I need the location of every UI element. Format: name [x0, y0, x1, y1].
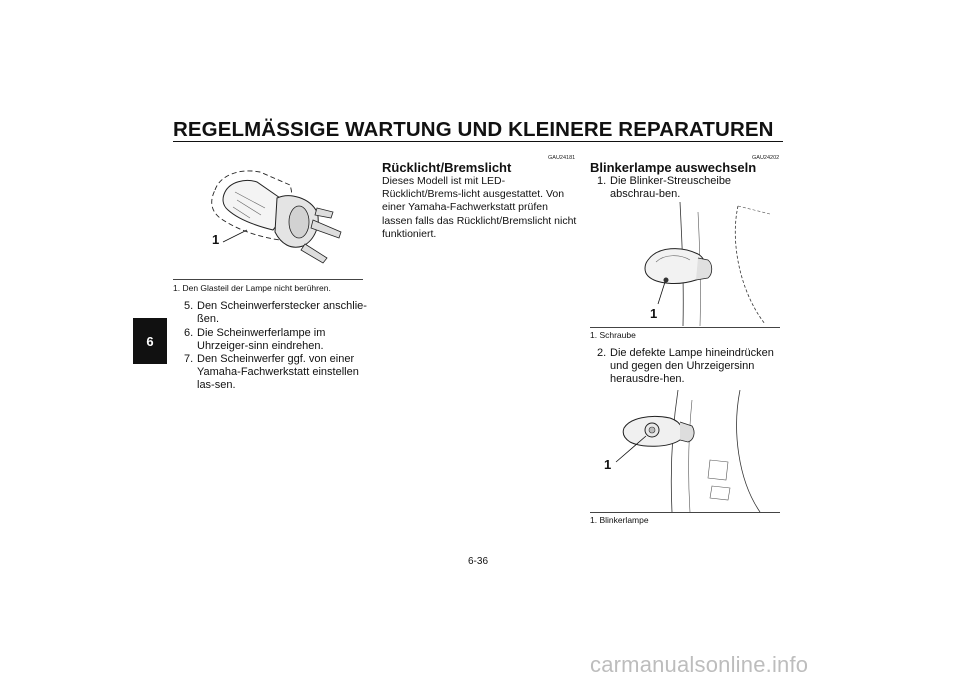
page-title: REGELMÄSSIGE WARTUNG UND KLEINERE REPARA… [173, 118, 774, 141]
section-heading: Rücklicht/Bremslicht [382, 160, 512, 175]
step-item: 5. Den Scheinwerferstecker anschlie-ßen. [184, 300, 367, 326]
reference-code: GAU24181 [548, 155, 576, 161]
section-heading: Blinkerlampe auswechseln [590, 160, 757, 175]
caption-rule [173, 279, 363, 280]
step-item: 2. Die defekte Lampe hineindrücken und g… [597, 347, 774, 386]
step-item: 1. Die Blinker-Streuscheibe abschrau-ben… [597, 175, 732, 201]
figure-callout: 1 [604, 457, 612, 472]
section-body: Dieses Modell ist mit LED-Rücklicht/Brem… [382, 175, 577, 240]
headlight-bulb-illustration [211, 170, 342, 264]
figure-caption: 1. Blinkerlampe [590, 515, 649, 525]
step-item: 7. Den Scheinwerfer ggf. von einer Yamah… [184, 353, 359, 392]
turn-signal-lens-illustration [644, 202, 771, 326]
figure-callout: 1 [650, 306, 658, 321]
footer-watermark[interactable]: carmanualsonline.info [590, 652, 809, 677]
page-number: 6-36 [468, 556, 489, 567]
figure-caption: 1. Den Glasteil der Lampe nicht berühren… [173, 283, 331, 293]
step-item: 6. Die Scheinwerferlampe im Uhrzeiger-si… [184, 327, 326, 353]
title-rule [173, 141, 783, 142]
reference-code: GAU24202 [752, 155, 780, 161]
figure-callout: 1 [212, 232, 220, 247]
figure-caption: 1. Schraube [590, 330, 636, 340]
turn-signal-bulb-illustration [615, 390, 761, 512]
chapter-tab: 6 [133, 318, 167, 364]
caption-rule [590, 327, 780, 328]
caption-rule [590, 512, 780, 513]
